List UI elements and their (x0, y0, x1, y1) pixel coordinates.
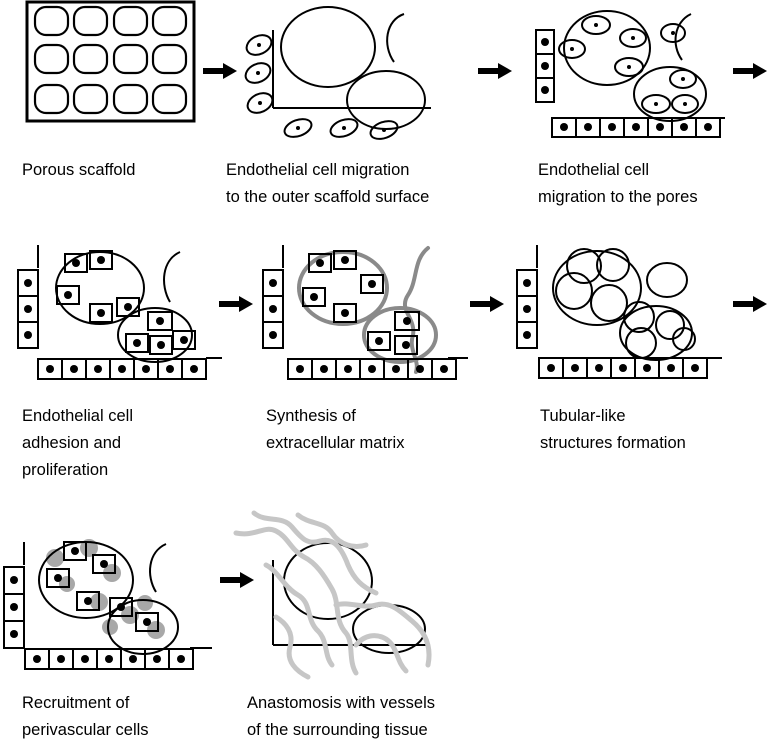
panel-ecm (258, 240, 473, 385)
perivascular-figure (3, 539, 212, 670)
arrow-icon (203, 63, 237, 79)
arrow-icon (220, 572, 254, 588)
panel-outer-migration (236, 0, 436, 145)
porous-scaffold-figure (25, 0, 196, 123)
panel-perivascular (0, 520, 215, 680)
panel-tubular (510, 240, 725, 385)
caption-porous-scaffold: Porous scaffold (22, 161, 136, 179)
panel-adhesion (10, 240, 225, 385)
panel-anastomosis (233, 505, 451, 685)
arrow-icon (470, 296, 504, 312)
pore-migration-figure (535, 10, 725, 138)
arrow-icon (478, 63, 512, 79)
tubular-figure (516, 245, 722, 379)
arrow-icon (733, 63, 767, 79)
arrow-icon (219, 296, 253, 312)
panel-pore-migration (530, 0, 730, 145)
arrow-icon (733, 296, 767, 312)
ecm-figure (262, 245, 468, 380)
outer-migration-figure (244, 6, 431, 140)
adhesion-figure (17, 245, 222, 380)
panel-porous-scaffold (0, 0, 200, 140)
anastomosis-figure (233, 510, 432, 680)
